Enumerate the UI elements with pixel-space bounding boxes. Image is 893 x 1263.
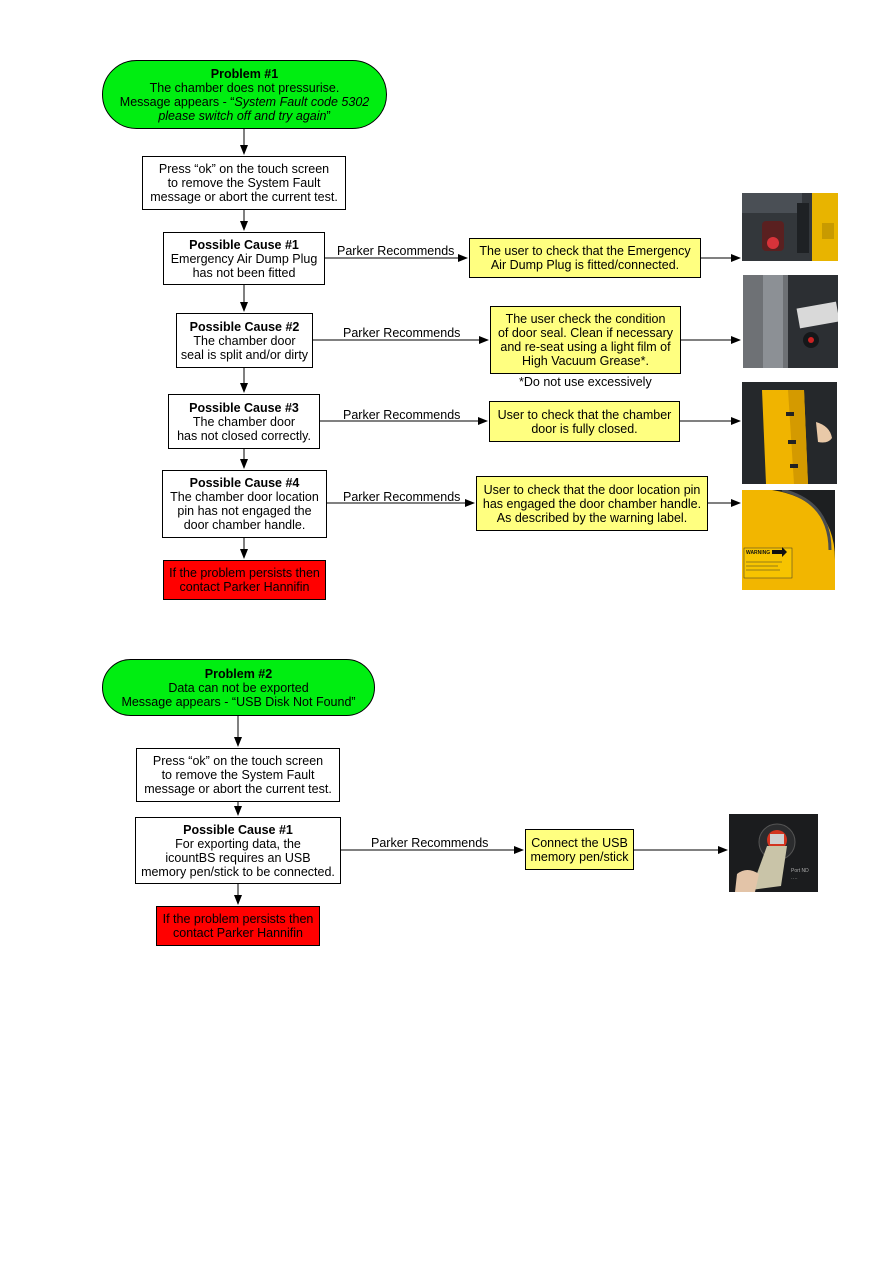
door-seal-photo bbox=[743, 275, 838, 368]
cause-line: The chamber door bbox=[192, 414, 296, 429]
problem-1-line1: The chamber does not pressurise. bbox=[149, 80, 340, 95]
warning-label-photo: WARNING bbox=[742, 490, 835, 590]
problem-2-box: Problem #2 Data can not be exported Mess… bbox=[102, 659, 375, 716]
step-line: to remove the System Fault bbox=[161, 768, 315, 782]
rec-line: User to check that the chamber bbox=[497, 407, 672, 422]
recommendation-3: User to check that the chamber door is f… bbox=[489, 401, 680, 442]
rec-line: and re-seat using a light film of bbox=[500, 340, 671, 354]
problem-2-cause-1: Possible Cause #1 For exporting data, th… bbox=[135, 817, 341, 884]
cause-line: has not been fitted bbox=[192, 265, 296, 280]
cause-line: has not closed correctly. bbox=[177, 428, 311, 443]
dump-plug-photo bbox=[742, 193, 838, 261]
svg-text:Port ND: Port ND bbox=[791, 868, 809, 874]
cause-line: door chamber handle. bbox=[183, 518, 306, 532]
problem-2-step-press-ok: Press “ok” on the touch screen to remove… bbox=[136, 748, 340, 802]
persist-line: If the problem persists then bbox=[162, 912, 314, 926]
usb-port-photo: Port ND ···· bbox=[729, 814, 818, 892]
persist-line: contact Parker Hannifin bbox=[173, 926, 303, 940]
problem-1-persist-box: If the problem persists then contact Par… bbox=[163, 560, 326, 600]
rec-line: memory pen/stick bbox=[530, 849, 629, 864]
cause-line: icountBS requires an USB bbox=[165, 850, 311, 865]
cause-line: The chamber door location bbox=[170, 490, 319, 504]
parker-recommends-label: Parker Recommends bbox=[343, 326, 461, 340]
step-line: to remove the System Fault bbox=[167, 176, 321, 190]
problem-1-line2: Message appears - “System Fault code 530… bbox=[119, 94, 370, 109]
step-line: Press “ok” on the touch screen bbox=[158, 162, 330, 176]
svg-text:WARNING: WARNING bbox=[746, 550, 770, 556]
problem-2-line2: Message appears - “USB Disk Not Found” bbox=[121, 694, 356, 709]
cause-title: Possible Cause #4 bbox=[189, 476, 300, 490]
recommendation-2: The user check the condition of door sea… bbox=[490, 306, 681, 374]
rec-line: The user to check that the Emergency bbox=[479, 244, 691, 258]
recommendation-4: User to check that the door location pin… bbox=[476, 476, 708, 531]
cause-line: Emergency Air Dump Plug bbox=[170, 251, 318, 266]
problem-1-step-press-ok: Press “ok” on the touch screen to remove… bbox=[142, 156, 346, 210]
cause-line: The chamber door bbox=[193, 333, 296, 348]
problem-1-cause-2: Possible Cause #2 The chamber door seal … bbox=[176, 313, 313, 368]
cause-line: seal is split and/or dirty bbox=[180, 347, 309, 362]
rec-line: High Vacuum Grease*. bbox=[522, 354, 649, 368]
grease-note: *Do not use excessively bbox=[519, 375, 652, 389]
parker-recommends-label: Parker Recommends bbox=[343, 490, 461, 504]
problem-2-persist-box: If the problem persists then contact Par… bbox=[156, 906, 320, 946]
cause-title: Possible Cause #3 bbox=[189, 400, 299, 415]
svg-text:····: ···· bbox=[791, 876, 798, 882]
persist-line: contact Parker Hannifin bbox=[179, 580, 310, 594]
problem-1-cause-1: Possible Cause #1 Emergency Air Dump Plu… bbox=[163, 232, 325, 285]
recommendation-usb: Connect the USB memory pen/stick bbox=[525, 829, 634, 870]
cause-title: Possible Cause #1 bbox=[189, 237, 299, 252]
cause-line: pin has not engaged the bbox=[177, 504, 312, 518]
chamber-door-photo bbox=[742, 382, 837, 484]
problem-2-line1: Data can not be exported bbox=[168, 680, 309, 695]
persist-line: If the problem persists then bbox=[169, 566, 320, 580]
cause-line: memory pen/stick to be connected. bbox=[141, 864, 335, 879]
parker-recommends-label: Parker Recommends bbox=[337, 244, 455, 258]
rec-line: Connect the USB bbox=[531, 835, 628, 850]
rec-line: The user check the condition bbox=[505, 312, 666, 326]
rec-line: As described by the warning label. bbox=[496, 510, 688, 525]
rec-line: Air Dump Plug is fitted/connected. bbox=[490, 258, 680, 272]
cause-title: Possible Cause #2 bbox=[189, 319, 300, 334]
problem-1-box: Problem #1 The chamber does not pressuri… bbox=[102, 60, 387, 129]
problem-1-cause-4: Possible Cause #4 The chamber door locat… bbox=[162, 470, 327, 538]
step-line: message or abort the current test. bbox=[144, 782, 332, 796]
recommendation-1: The user to check that the Emergency Air… bbox=[469, 238, 701, 278]
rec-line: has engaged the door chamber handle. bbox=[482, 496, 702, 511]
cause-line: For exporting data, the bbox=[175, 836, 301, 851]
problem-1-cause-3: Possible Cause #3 The chamber door has n… bbox=[168, 394, 320, 449]
rec-line: door is fully closed. bbox=[531, 421, 638, 436]
rec-line: of door seal. Clean if necessary bbox=[497, 326, 674, 340]
step-line: Press “ok” on the touch screen bbox=[152, 754, 324, 768]
cause-title: Possible Cause #1 bbox=[183, 822, 293, 837]
problem-2-title: Problem #2 bbox=[204, 666, 273, 681]
problem-1-title: Problem #1 bbox=[210, 66, 279, 81]
step-line: message or abort the current test. bbox=[150, 190, 338, 204]
rec-line: User to check that the door location pin bbox=[483, 482, 701, 497]
parker-recommends-label: Parker Recommends bbox=[371, 836, 489, 850]
problem-1-line3: please switch off and try again” bbox=[158, 108, 331, 123]
parker-recommends-label: Parker Recommends bbox=[343, 408, 461, 422]
